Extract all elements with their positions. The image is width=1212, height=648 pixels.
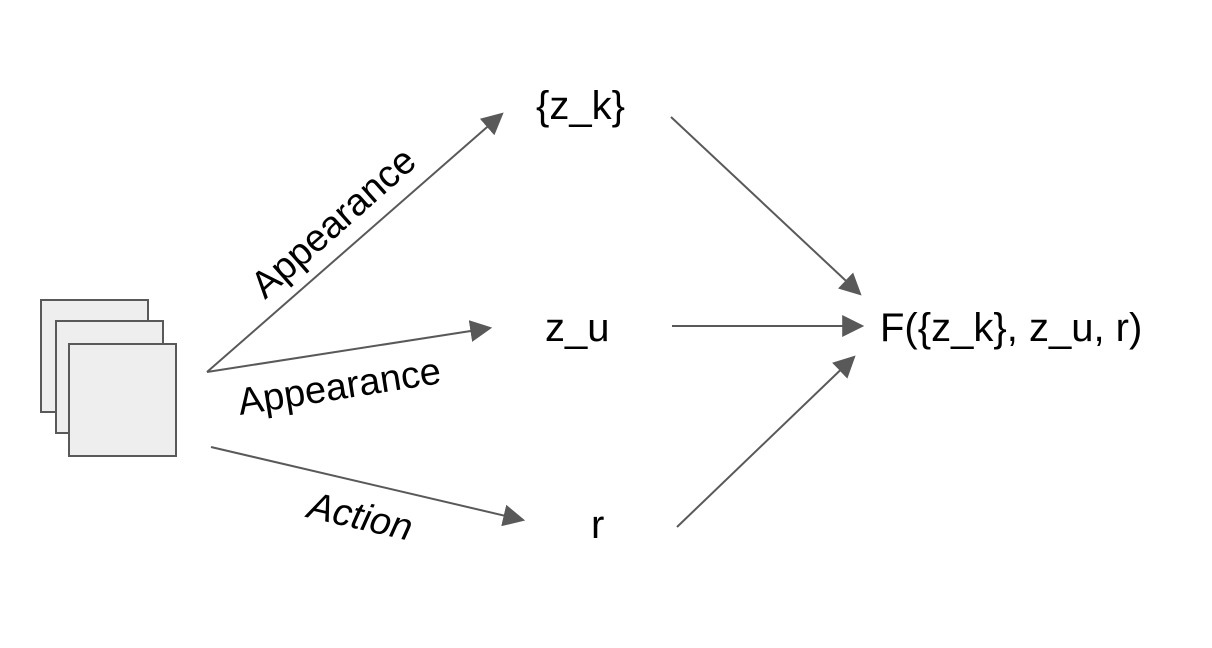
node-output: F({z_k}, z_u, r) xyxy=(880,306,1142,350)
arrow-zk-to-output xyxy=(670,116,862,296)
frame-front xyxy=(68,343,177,457)
edge-label-appearance-zu: Appearance xyxy=(235,350,444,424)
arrow-input-to-zu xyxy=(206,320,493,373)
node-zu: z_u xyxy=(545,306,610,350)
arrow-input-to-zk xyxy=(206,112,504,373)
edge-label-appearance-zk: Appearance xyxy=(243,139,424,306)
node-r: r xyxy=(591,503,604,547)
edge-label-action: Action xyxy=(302,484,416,549)
arrow-r-to-output xyxy=(676,355,856,528)
node-zk: {z_k} xyxy=(536,84,625,128)
arrow-input-to-r xyxy=(210,446,526,527)
stacked-frames-icon xyxy=(40,299,177,457)
